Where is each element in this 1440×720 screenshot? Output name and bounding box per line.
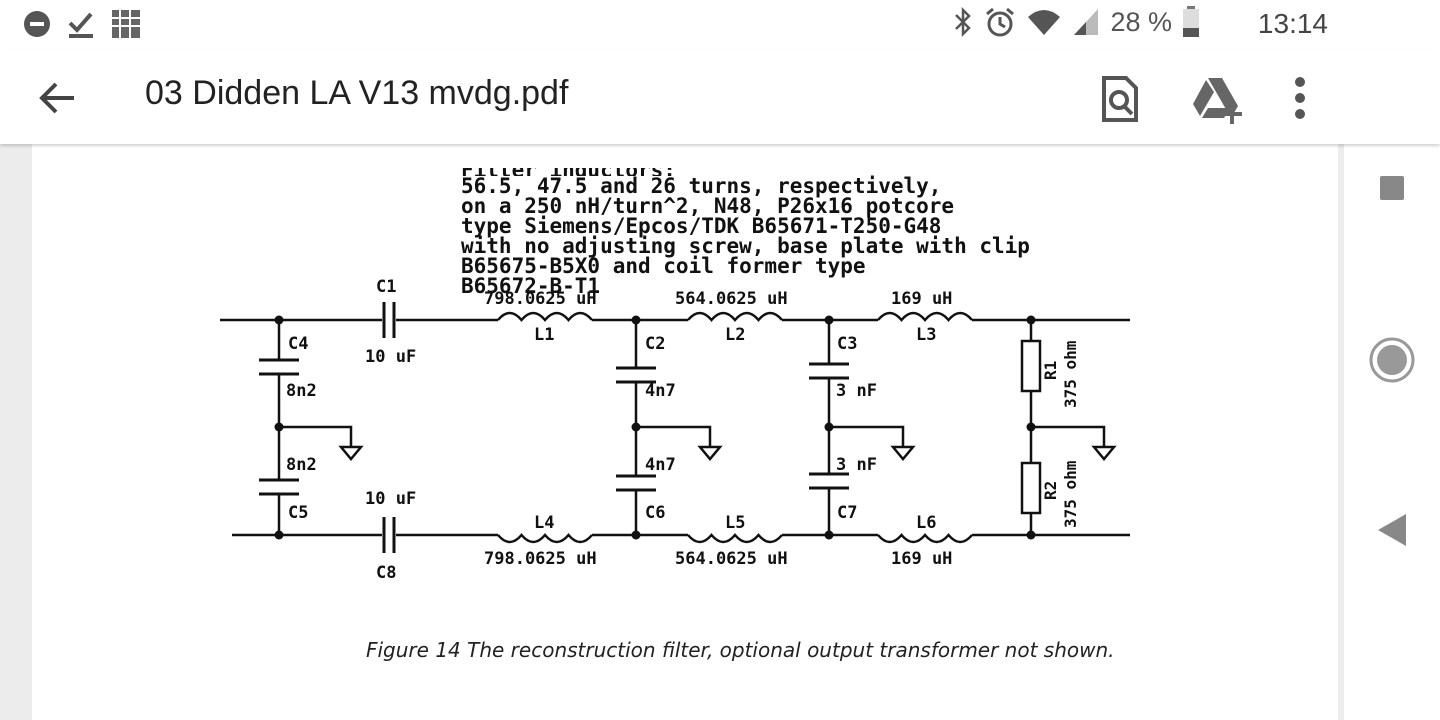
label-r1-value: 375 ohm	[1061, 340, 1080, 408]
recents-square-icon[interactable]	[1378, 174, 1406, 202]
more-options-icon[interactable]	[1272, 70, 1328, 126]
label-c7: C7	[837, 503, 857, 523]
note-line: 56.5, 47.5 and 26 turns, respectively,	[461, 174, 942, 198]
filter-inductor-notes: Filter inductors:56.5, 47.5 and 26 turns…	[461, 148, 1030, 316]
document-viewer[interactable]	[0, 144, 1344, 720]
label-c6: C6	[645, 503, 665, 523]
label-r2: R2	[1041, 481, 1060, 500]
do-not-disturb-icon	[24, 11, 50, 37]
label-c3-value: 3 nF	[836, 381, 877, 401]
label-c8: C8	[376, 563, 396, 583]
label-l5-value: 564.0625 uH	[675, 549, 788, 569]
label-l3-value: 169 uH	[891, 289, 952, 309]
back-arrow-icon[interactable]	[34, 74, 82, 122]
label-l1: L1	[534, 325, 554, 345]
battery-icon	[1183, 6, 1199, 37]
label-r1: R1	[1041, 361, 1060, 380]
label-c1: C1	[376, 277, 396, 297]
app-bar: 03 Didden LA V13 mvdg.pdf	[0, 50, 1440, 144]
status-left-icons	[22, 8, 142, 40]
label-l4-value: 798.0625 uH	[484, 549, 597, 569]
back-triangle-icon[interactable]	[1376, 512, 1408, 548]
label-l4: L4	[534, 513, 554, 533]
document-title: 03 Didden LA V13 mvdg.pdf	[145, 74, 569, 112]
label-c7-value: 3 nF	[836, 455, 877, 475]
label-l2: L2	[725, 325, 745, 345]
system-nav-bar	[1344, 144, 1440, 720]
figure-caption: Figure 14 The reconstruction filter, opt…	[366, 638, 1115, 662]
status-bar: 28 % 13:14	[0, 0, 1440, 50]
label-c8-value: 10 uF	[365, 489, 416, 509]
clock-time: 13:14	[1257, 8, 1328, 39]
home-circle-icon[interactable]	[1368, 336, 1416, 384]
label-l6-value: 169 uH	[891, 549, 952, 569]
label-c2: C2	[645, 334, 665, 354]
label-c1-value: 10 uF	[365, 347, 416, 367]
filter-schematic: C1 10 uF 10 uF C8 C4 8n2 8n2 C5 C2 4n7 4…	[220, 277, 1130, 583]
wifi-icon	[1028, 10, 1061, 35]
note-line: type Siemens/Epcos/TDK B65671-T250-G48	[461, 214, 942, 238]
note-line: Filter inductors:	[461, 168, 1030, 176]
battery-percent: 28 %	[1110, 6, 1172, 37]
label-c6-value: 4n7	[645, 455, 676, 475]
note-line: B65672-B-T1	[461, 274, 601, 298]
find-in-document-icon[interactable]	[1092, 70, 1148, 126]
bluetooth-icon	[955, 6, 972, 38]
note-line: with no adjusting screw, base plate with…	[461, 234, 1030, 258]
label-l2-value: 564.0625 uH	[675, 289, 788, 309]
label-c4: C4	[288, 334, 308, 354]
label-l3: L3	[916, 325, 936, 345]
note-line: B65675-B5X0 and coil former type	[461, 254, 866, 278]
label-c3: C3	[837, 334, 857, 354]
label-l6: L6	[916, 513, 936, 533]
label-r2-value: 375 ohm	[1061, 460, 1080, 528]
label-l5: L5	[725, 513, 745, 533]
app-icon	[112, 10, 140, 38]
label-c5: C5	[288, 503, 308, 523]
alarm-icon	[986, 7, 1015, 37]
label-c5-value: 8n2	[286, 455, 317, 475]
pdf-page	[32, 144, 1338, 720]
download-done-icon	[68, 12, 93, 38]
label-l1-value: 798.0625 uH	[484, 289, 597, 309]
note-line: on a 250 nH/turn^2, N48, P26x16 potcore	[461, 194, 955, 218]
add-to-drive-icon[interactable]	[1188, 70, 1244, 126]
status-right-icons: 28 %	[952, 6, 1200, 38]
label-c2-value: 4n7	[645, 381, 676, 401]
signal-icon	[1074, 9, 1099, 35]
label-c4-value: 8n2	[286, 381, 317, 401]
